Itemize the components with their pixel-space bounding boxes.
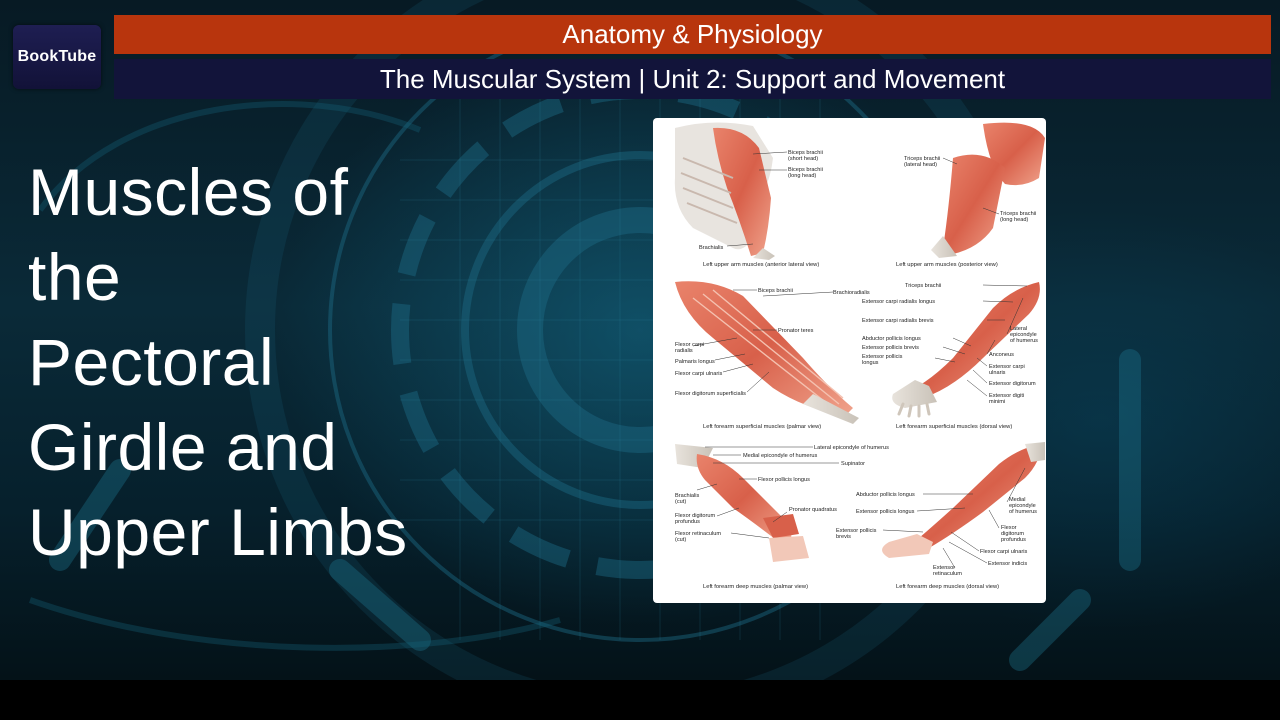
figure-label: Lateral epicondyle of humerus — [814, 445, 889, 451]
figure-label: (cut) — [675, 537, 686, 543]
figure-label: Lateral — [1010, 326, 1027, 332]
figure-caption: Left forearm deep muscles (palmar view) — [703, 584, 808, 590]
figure-caption: Left forearm deep muscles (dorsal view) — [896, 584, 999, 590]
figure-label: (long head) — [788, 173, 816, 179]
figure-label: ulnaris — [989, 370, 1006, 376]
figure-label: (short head) — [788, 156, 818, 162]
title-line: Girdle and — [28, 410, 338, 484]
figure-label: of humerus — [1009, 509, 1037, 515]
figure-label: Medial — [1009, 497, 1025, 503]
figure-label: (long head) — [1000, 217, 1028, 223]
figure-label: Flexor carpi — [675, 342, 704, 348]
figure-label: Anconeus — [989, 352, 1014, 358]
bottom-letterbox — [0, 680, 1280, 720]
forearm-deep-palmar-drawing — [675, 444, 809, 562]
figure-label: profundus — [1001, 537, 1026, 543]
title-line: the — [28, 240, 122, 314]
figure-label: longus — [862, 360, 879, 366]
figure-label: retinaculum — [933, 571, 962, 577]
figure-label: Extensor — [933, 565, 955, 571]
title-line: Muscles of — [28, 155, 349, 229]
forearm-deep-dorsal-drawing — [882, 442, 1045, 558]
figure-label: Abductor pollicis longus — [862, 336, 921, 342]
figure-label: Extensor pollicis longus — [856, 509, 915, 515]
upper-arm-posterior-drawing — [931, 122, 1045, 258]
figure-label: Pronator quadratus — [789, 507, 837, 513]
figure-label: Extensor pollicis — [862, 354, 903, 360]
booktube-logo: BookTube — [13, 25, 101, 89]
figure-label: Supinator — [841, 461, 865, 467]
anatomy-illustration: Biceps brachii (short head) Biceps brach… — [674, 122, 1045, 590]
figure-label: epicondyle — [1009, 503, 1036, 509]
figure-label: Palmaris longus — [675, 359, 715, 365]
figure-label: Biceps brachii — [788, 167, 823, 173]
figure-label: Extensor indicis — [988, 561, 1027, 567]
figure-label: brevis — [836, 534, 851, 540]
figure-label: Pronator teres — [778, 328, 814, 334]
title-line: Upper Limbs — [28, 495, 408, 569]
forearm-superficial-dorsal-drawing — [892, 282, 1040, 418]
logo-text: BookTube — [17, 48, 97, 65]
figure-label: digitorum — [1001, 531, 1024, 537]
figure-label: (cut) — [675, 499, 686, 505]
figure-label: Flexor carpi ulnaris — [980, 549, 1027, 555]
forearm-superficial-palmar-drawing — [675, 281, 859, 424]
unit-header-bar: The Muscular System | Unit 2: Support an… — [114, 59, 1271, 99]
figure-label: Abductor pollicis longus — [856, 492, 915, 498]
muscle-anatomy-figure: Biceps brachii (short head) Biceps brach… — [653, 118, 1046, 603]
course-header-bar: Anatomy & Physiology — [114, 15, 1271, 54]
figure-label: Brachialis — [699, 245, 723, 251]
figure-label: Flexor digitorum — [675, 513, 715, 519]
figure-label: of humerus — [1010, 338, 1038, 344]
figure-label: Triceps brachii — [904, 156, 940, 162]
figure-caption: Left forearm superficial muscles (palmar… — [703, 424, 821, 430]
figure-label: radialis — [675, 348, 693, 354]
figure-label: Extensor digitorum — [989, 381, 1036, 387]
figure-label: Extensor carpi — [989, 364, 1025, 370]
course-title: Anatomy & Physiology — [562, 19, 823, 49]
unit-title: The Muscular System | Unit 2: Support an… — [379, 63, 1006, 94]
figure-label: Triceps brachii — [1000, 211, 1036, 217]
figure-caption: Left upper arm muscles (anterior lateral… — [703, 262, 819, 268]
figure-label: minimi — [989, 399, 1005, 405]
upper-arm-anterior-drawing — [674, 122, 775, 260]
figure-label: Triceps brachii — [905, 283, 941, 289]
title-line: Pectoral — [28, 325, 275, 399]
figure-label: epicondyle — [1010, 332, 1037, 338]
figure-label: (lateral head) — [904, 162, 937, 168]
figure-label: Extensor pollicis — [836, 528, 877, 534]
figure-label: Flexor pollicis longus — [758, 477, 810, 483]
figure-label: Flexor digitorum superficialis — [675, 391, 746, 397]
figure-label: Extensor digiti — [989, 393, 1024, 399]
figure-label: Extensor carpi radialis longus — [862, 299, 935, 305]
figure-caption: Left forearm superficial muscles (dorsal… — [896, 424, 1012, 430]
figure-label: Biceps brachii — [758, 288, 793, 294]
figure-label: Extensor carpi radialis brevis — [862, 318, 934, 324]
figure-label: Flexor carpi ulnaris — [675, 371, 722, 377]
figure-label: Flexor — [1001, 525, 1017, 531]
figure-label: Extensor pollicis brevis — [862, 345, 919, 351]
figure-label: Brachioradialis — [833, 290, 870, 296]
figure-caption: Left upper arm muscles (posterior view) — [896, 262, 998, 268]
figure-label: Medial epicondyle of humerus — [743, 453, 818, 459]
figure-label: profundus — [675, 519, 700, 525]
figure-label: Flexor retinaculum — [675, 531, 721, 537]
slide-title: Muscles of the Pectoral Girdle and Upper… — [28, 150, 458, 575]
figure-label: Biceps brachii — [788, 150, 823, 156]
figure-label: Brachialis — [675, 493, 699, 499]
